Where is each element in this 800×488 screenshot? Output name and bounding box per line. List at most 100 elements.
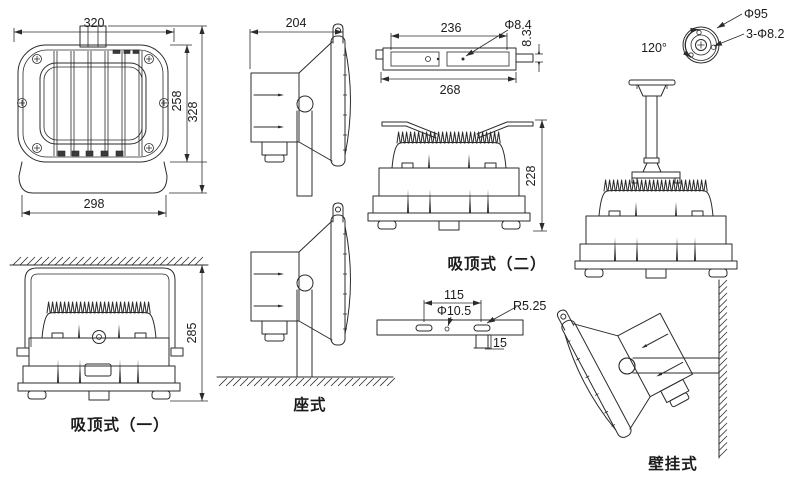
dim-flange-holes: 3-Φ8.2 bbox=[746, 27, 785, 41]
dim-bar-overall: 268 bbox=[440, 83, 461, 97]
yoke-inner bbox=[30, 273, 170, 347]
pendant-view bbox=[574, 79, 738, 279]
arm-pivot-bolt bbox=[618, 357, 636, 375]
leader-radius bbox=[486, 306, 517, 324]
wall-hatch bbox=[718, 279, 728, 458]
dim-bar-hole: Φ8.4 bbox=[504, 18, 531, 32]
label-wall-mount: 壁挂式 bbox=[648, 454, 698, 473]
lamp-rear-view bbox=[574, 179, 738, 279]
mounting-pole bbox=[296, 110, 313, 197]
lamp-rear-view bbox=[367, 131, 531, 231]
front-glass-inner bbox=[43, 66, 143, 141]
label-ceiling-type1: 吸顶式（一） bbox=[70, 415, 169, 434]
front-inner-frame bbox=[22, 49, 164, 158]
ext-lines-328 bbox=[108, 25, 207, 194]
pendant-pole bbox=[645, 95, 658, 159]
side-view: 204 bbox=[249, 16, 351, 197]
yoke-outer bbox=[24, 267, 176, 348]
leader-diameter bbox=[716, 13, 743, 29]
flange-view: 120° Φ95 3-Φ8.2 bbox=[641, 7, 785, 64]
bar-hole bbox=[425, 56, 431, 62]
yoke-bolt bbox=[170, 347, 184, 357]
pole-coupling bbox=[643, 157, 660, 164]
dim-front-width-top: 320 bbox=[84, 16, 105, 30]
ext-lines-320 bbox=[13, 28, 175, 42]
leader-hole bbox=[465, 29, 509, 57]
junction-window bbox=[84, 363, 112, 377]
front-view: 320 298 258 328 bbox=[13, 16, 207, 217]
lamp-side-view-tilted bbox=[548, 269, 705, 443]
dim-ceiling1-height: 285 bbox=[185, 323, 199, 344]
center-bolt-inner bbox=[96, 334, 102, 340]
flange-cap bbox=[637, 84, 667, 97]
strap-bar bbox=[631, 171, 681, 179]
angle-arc-120 bbox=[683, 27, 699, 58]
center-bolt bbox=[92, 330, 106, 344]
dim-bar-offset: 8.3 bbox=[520, 29, 534, 46]
bar-slot bbox=[473, 324, 491, 332]
top-mount-tab bbox=[79, 25, 107, 48]
bar-outline bbox=[382, 47, 517, 71]
pedestal-pole bbox=[296, 289, 313, 378]
label-pedestal: 座式 bbox=[292, 395, 326, 414]
leader-holes bbox=[713, 33, 745, 47]
mount-bar-bottom-view: 115 Φ10.5 R5.25 15 bbox=[376, 288, 546, 350]
dim-flange-diameter: Φ95 bbox=[744, 7, 768, 21]
mount-bar-top-view: 236 268 Φ8.4 8.3 bbox=[375, 18, 543, 97]
ceiling-type1-view: 285 吸顶式（一） bbox=[9, 256, 209, 434]
dim-bottombar-radius: R5.25 bbox=[513, 299, 546, 313]
nameplate-marks bbox=[57, 49, 140, 157]
bar-left-notch bbox=[375, 49, 384, 60]
dim-side-width: 204 bbox=[286, 16, 307, 30]
lamp-side-view bbox=[250, 23, 351, 167]
leader-hole bbox=[447, 316, 453, 327]
pole-cone bbox=[642, 162, 662, 173]
bar-slot bbox=[415, 324, 433, 332]
yoke-bolt bbox=[16, 347, 30, 357]
bar-plate-left bbox=[390, 51, 440, 67]
dim-bottombar-span: 115 bbox=[444, 288, 464, 302]
bar-right-tab bbox=[515, 53, 534, 63]
front-glass-outer bbox=[39, 62, 147, 145]
wall-arm bbox=[632, 357, 720, 374]
dim-ceiling2-height: 228 bbox=[524, 166, 538, 187]
ceiling-flange-plate bbox=[628, 79, 676, 86]
bar-hole-dot bbox=[461, 57, 465, 61]
front-skirt bbox=[18, 161, 168, 194]
ext-lines-204 bbox=[249, 29, 344, 69]
dim-arrows-8-3 bbox=[537, 50, 541, 66]
ceiling-hatch bbox=[12, 256, 204, 266]
dim-bottombar-hole: Φ10.5 bbox=[437, 304, 471, 318]
bar-outline bbox=[376, 319, 524, 336]
label-ceiling-type2: 吸顶式（二） bbox=[447, 254, 546, 273]
bar-plate-right bbox=[446, 51, 510, 67]
bolt-hole bbox=[696, 29, 702, 36]
dim-bar-inner: 236 bbox=[441, 21, 462, 35]
dim-front-height-inner: 258 bbox=[170, 91, 184, 112]
lamp-side-view bbox=[250, 202, 351, 346]
dim-bottombar-tab: 15 bbox=[493, 336, 507, 350]
mount-strap bbox=[381, 121, 534, 139]
dim-lines-15 bbox=[485, 335, 504, 350]
bar-tab bbox=[475, 334, 489, 349]
strap-tab bbox=[631, 177, 638, 184]
bar-hole-dot bbox=[436, 57, 440, 61]
dim-front-height-overall: 328 bbox=[186, 102, 200, 123]
ceiling-type2-view: 228 吸顶式（二） bbox=[367, 119, 547, 273]
lamp-rear-view bbox=[17, 301, 181, 401]
ground-hatch bbox=[218, 377, 396, 387]
ext-lines-8-3 bbox=[535, 53, 543, 63]
pedestal-view: 座式 bbox=[216, 202, 396, 414]
glass-guard-bars bbox=[53, 51, 143, 156]
dim-front-width-bottom: 298 bbox=[84, 197, 105, 211]
front-outer-frame bbox=[17, 44, 169, 163]
bolt-hole bbox=[710, 44, 717, 50]
flange-bolt-ticks bbox=[636, 85, 668, 89]
dim-flange-angle: 120° bbox=[641, 41, 667, 55]
bar-hole bbox=[444, 326, 450, 332]
center-cross bbox=[697, 41, 705, 49]
ext-lines-268 bbox=[380, 72, 517, 83]
wall-mount-view: 壁挂式 bbox=[548, 269, 728, 473]
